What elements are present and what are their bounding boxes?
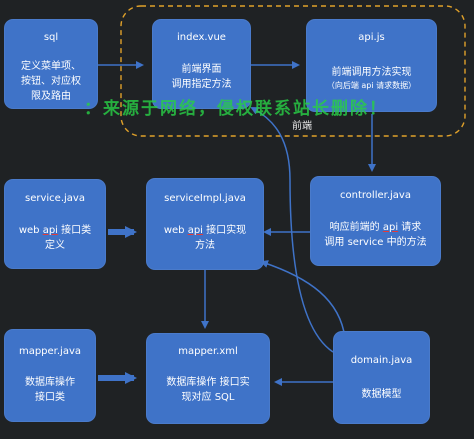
- node-api-js: api.js 前端调用方法实现 （向后端 api 请求数据）: [306, 19, 437, 112]
- node-mapper-xml-title: mapper.xml: [178, 346, 238, 357]
- node-mapper-xml: mapper.xml 数据库操作 接口实 现对应 SQL: [146, 333, 270, 424]
- node-controller-java-title: controller.java: [340, 190, 411, 201]
- node-api-js-description: 前端调用方法实现 （向后端 api 请求数据）: [310, 65, 433, 92]
- node-service-java-title: service.java: [25, 193, 85, 204]
- node-api-js-title: api.js: [358, 32, 385, 43]
- node-mapper-java-line1: 数据库操作: [25, 377, 75, 388]
- node-serviceimpl-java-description: web api 接口实现 方法: [150, 223, 260, 253]
- arrow-domain-to-serviceimpl: [260, 260, 346, 339]
- node-controller-java-line2: 调用 service 中的方法: [324, 237, 427, 248]
- node-serviceimpl-java-line1-pre: web: [163, 225, 188, 236]
- node-api-js-line2: （向后端 api 请求数据）: [326, 81, 417, 90]
- node-index-vue: index.vue 前端界面 调用指定方法: [152, 19, 251, 109]
- node-controller-java-line1-api: api: [382, 222, 399, 233]
- node-service-java-line1-post: 接口类: [57, 225, 92, 236]
- node-index-vue-line2: 调用指定方法: [171, 79, 232, 90]
- node-sql-description: 定义菜单项、 按钮、对应权 限及路由: [8, 59, 94, 104]
- node-service-java-line1: web api 接口类: [8, 223, 102, 238]
- node-sql-line2: 按钮、对应权: [21, 76, 81, 87]
- frontend-group-label: 前端: [292, 121, 312, 132]
- node-serviceimpl-java-line1: web api 接口实现: [150, 223, 260, 238]
- node-serviceimpl-java-line1-post: 接口实现: [202, 225, 247, 236]
- node-serviceimpl-java: serviceImpl.java web api 接口实现 方法: [146, 178, 264, 270]
- node-controller-java-line1-post: 请求: [398, 222, 422, 233]
- frontend-group-border: [120, 5, 466, 137]
- node-sql: sql 定义菜单项、 按钮、对应权 限及路由: [4, 19, 98, 109]
- node-api-js-line1: 前端调用方法实现: [331, 67, 412, 78]
- node-mapper-xml-line2: 现对应 SQL: [181, 392, 235, 403]
- node-sql-line3: 限及路由: [31, 91, 71, 102]
- node-domain-java-description: 数据模型: [337, 387, 426, 402]
- node-domain-java: domain.java 数据模型: [333, 331, 430, 424]
- node-index-vue-title: index.vue: [177, 32, 226, 43]
- node-mapper-java-title: mapper.java: [18, 346, 82, 357]
- node-mapper-java: mapper.java 数据库操作 接口类: [4, 329, 96, 422]
- arrow-domain-to-index: [250, 107, 334, 353]
- node-service-java-description: web api 接口类 定义: [8, 223, 102, 253]
- node-mapper-xml-line1: 数据库操作 接口实: [166, 377, 250, 388]
- node-index-vue-description: 前端界面 调用指定方法: [156, 62, 247, 92]
- node-domain-java-line1: 数据模型: [361, 389, 402, 400]
- node-serviceimpl-java-line2: 方法: [195, 240, 215, 251]
- node-serviceimpl-java-title: serviceImpl.java: [164, 193, 246, 204]
- node-sql-line1: 定义菜单项、: [21, 61, 81, 72]
- node-domain-java-title: domain.java: [350, 355, 413, 366]
- watermark-text: ：来源于网络，侵权联系站长删除！: [84, 99, 388, 119]
- node-index-vue-line1: 前端界面: [181, 64, 222, 75]
- node-controller-java-line1: 响应前端的 api 请求: [314, 220, 437, 235]
- node-serviceimpl-java-line1-api: api: [187, 225, 203, 236]
- node-mapper-java-description: 数据库操作 接口类: [8, 375, 92, 405]
- node-mapper-java-line2: 接口类: [35, 392, 65, 403]
- node-service-java: service.java web api 接口类 定义: [4, 179, 106, 269]
- node-controller-java-line1-pre: 响应前端的: [329, 222, 383, 233]
- node-service-java-line2: 定义: [45, 240, 65, 251]
- node-sql-title: sql: [43, 32, 59, 43]
- node-service-java-line1-api: api: [42, 225, 58, 236]
- node-mapper-xml-description: 数据库操作 接口实 现对应 SQL: [150, 375, 266, 405]
- node-service-java-line1-pre: web: [18, 225, 43, 236]
- node-controller-java: controller.java 响应前端的 api 请求 调用 service …: [310, 176, 441, 266]
- node-controller-java-description: 响应前端的 api 请求 调用 service 中的方法: [314, 220, 437, 250]
